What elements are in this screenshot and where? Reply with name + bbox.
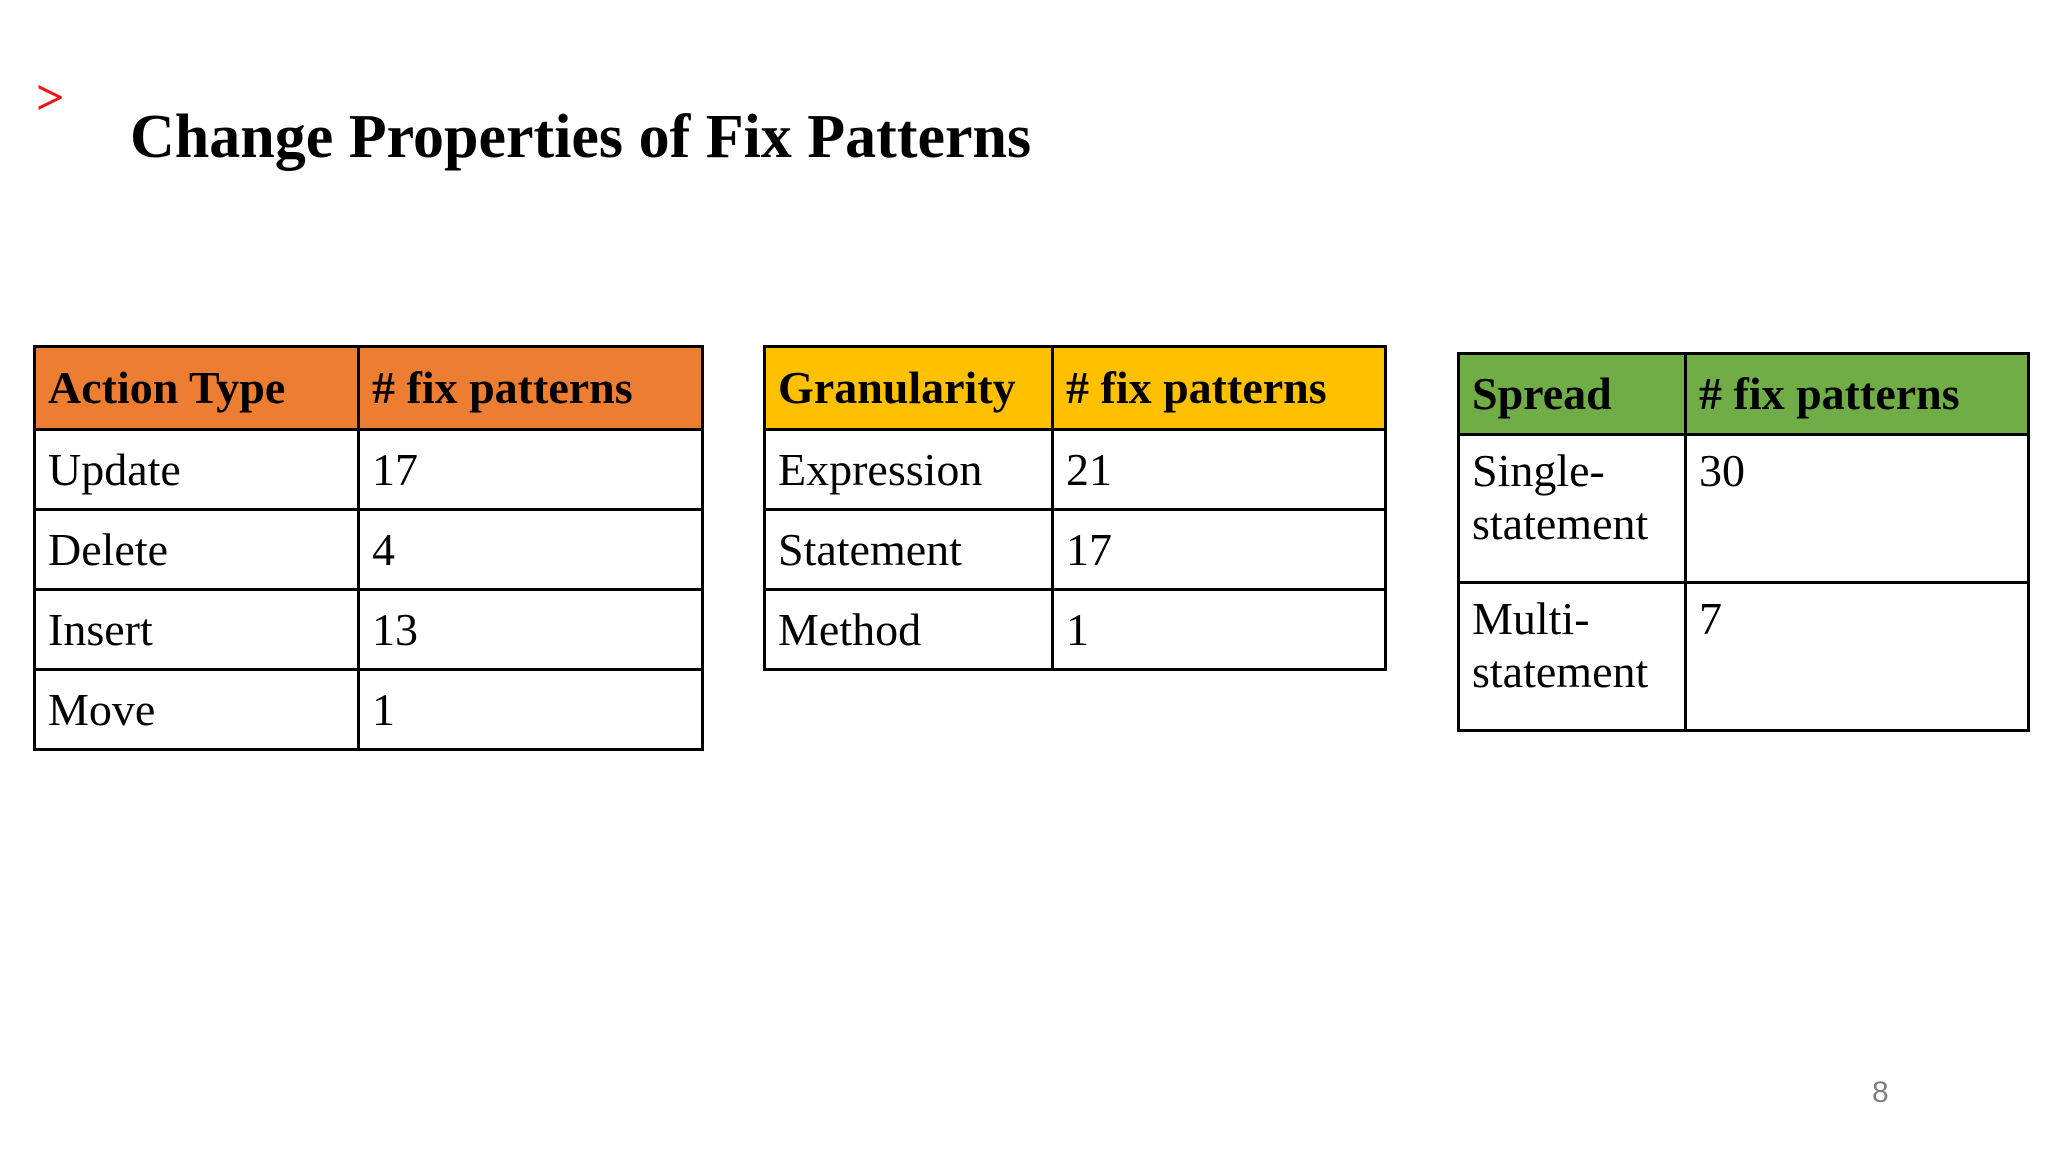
column-header-fix-patterns: # fix patterns bbox=[357, 345, 704, 431]
cell-value: 17 bbox=[357, 428, 704, 511]
spread-table: Spread # fix patterns Single-statement 3… bbox=[1457, 352, 2030, 732]
granularity-table: Granularity # fix patterns Expression 21… bbox=[763, 345, 1387, 671]
table-header-row: Action Type # fix patterns bbox=[33, 345, 704, 431]
page-number: 8 bbox=[1872, 1076, 1889, 1109]
table-row: Method 1 bbox=[763, 588, 1387, 671]
cell-value: 1 bbox=[357, 668, 704, 751]
cell-label: Multi-statement bbox=[1457, 581, 1687, 732]
cell-label: Insert bbox=[33, 588, 360, 671]
cell-value: 21 bbox=[1051, 428, 1387, 511]
table-row: Statement 17 bbox=[763, 508, 1387, 591]
cell-value: 17 bbox=[1051, 508, 1387, 591]
cell-label: Expression bbox=[763, 428, 1054, 511]
page-title: Change Properties of Fix Patterns bbox=[130, 102, 1032, 171]
cell-label: Single-statement bbox=[1457, 433, 1687, 584]
cell-value: 30 bbox=[1684, 433, 2030, 584]
table-row: Multi-statement 7 bbox=[1457, 581, 2030, 732]
table-row: Insert 13 bbox=[33, 588, 704, 671]
cell-value: 13 bbox=[357, 588, 704, 671]
table-header-row: Granularity # fix patterns bbox=[763, 345, 1387, 431]
cell-value: 4 bbox=[357, 508, 704, 591]
table-row: Delete 4 bbox=[33, 508, 704, 591]
column-header-granularity: Granularity bbox=[763, 345, 1054, 431]
cell-label: Move bbox=[33, 668, 360, 751]
table-row: Move 1 bbox=[33, 668, 704, 751]
column-header-fix-patterns: # fix patterns bbox=[1051, 345, 1387, 431]
cell-label: Delete bbox=[33, 508, 360, 591]
cell-label: Method bbox=[763, 588, 1054, 671]
column-header-fix-patterns: # fix patterns bbox=[1684, 352, 2030, 436]
title-bullet-chevron: > bbox=[36, 69, 65, 125]
cell-value: 7 bbox=[1684, 581, 2030, 732]
cell-value: 1 bbox=[1051, 588, 1387, 671]
table-row: Single-statement 30 bbox=[1457, 433, 2030, 584]
action-type-table: Action Type # fix patterns Update 17 Del… bbox=[33, 345, 704, 751]
column-header-action-type: Action Type bbox=[33, 345, 360, 431]
column-header-spread: Spread bbox=[1457, 352, 1687, 436]
cell-label: Update bbox=[33, 428, 360, 511]
table-header-row: Spread # fix patterns bbox=[1457, 352, 2030, 436]
table-row: Expression 21 bbox=[763, 428, 1387, 511]
table-row: Update 17 bbox=[33, 428, 704, 511]
cell-label: Statement bbox=[763, 508, 1054, 591]
